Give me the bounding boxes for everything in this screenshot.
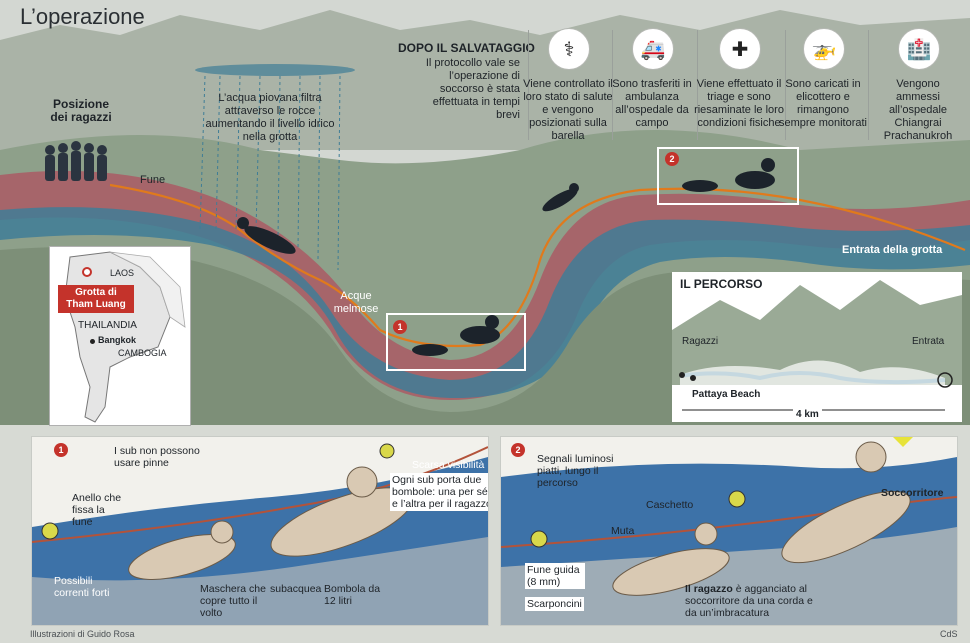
illustration-credit: Illustrazioni di Guido Rosa: [30, 629, 135, 639]
after-rescue-heading: DOPO IL SALVATAGGIO: [398, 41, 535, 55]
diver-silhouette: [237, 217, 296, 254]
rope-label: Fune: [140, 174, 166, 186]
mask-label: Maschera che copre tutto il volto: [200, 583, 266, 619]
ring-label: Anello che fissa la fune: [72, 492, 122, 528]
route-heading: IL PERCORSO: [680, 277, 763, 291]
panel2-number: 2: [511, 443, 525, 457]
location-map: LAOS Grotta di Tham Luang THAILANDIA Ban…: [49, 246, 191, 426]
detail-box-2: [657, 147, 799, 205]
rain-water-pool: [195, 64, 355, 76]
boy-label-text: è agganciato al soccorritore da una cord…: [685, 583, 813, 619]
suit-label: Muta: [611, 525, 635, 537]
helicopter-icon: 🚁: [803, 28, 845, 70]
source-credit: CdS: [940, 629, 958, 639]
detail-box-1: [386, 313, 526, 371]
rain-label: L’acqua piovana filtra attraverso le roc…: [205, 92, 335, 143]
step-5-text: Vengono ammessi all’ospedale Chiangrai P…: [883, 78, 953, 142]
route-beach: Pattaya Beach: [692, 389, 761, 400]
route-distance: 4 km: [793, 408, 822, 421]
after-rescue-intro: Il protocollo vale se l’operazione di so…: [425, 57, 520, 121]
detail-panel-2: 2 Segnali luminosi piatti, lungo il perc…: [500, 436, 958, 626]
route-start: Ragazzi: [682, 336, 719, 347]
marker-2: 2: [665, 152, 679, 166]
route-end: Entrata: [912, 336, 945, 347]
detail-panel-1: 1 I sub non possono usare pinne Scarsa v…: [31, 436, 489, 626]
rain-lines: [199, 75, 341, 271]
marker-1: 1: [393, 320, 407, 334]
muddy-water-label: Acque melmose: [333, 290, 379, 315]
boy-label: Il ragazzo è agganciato al soccorritore …: [685, 583, 815, 619]
diver-label: subacquea: [270, 583, 322, 595]
step-3-text: Viene effettuato il triage e sono riesam…: [694, 78, 784, 129]
hospital-icon: 🏥: [898, 28, 940, 70]
shoes-label: Scarponcini: [525, 597, 584, 611]
stethoscope-icon: ⚕: [548, 28, 590, 70]
boys-position-label: Posizione dei ragazzi: [50, 97, 112, 124]
step-1-text: Viene controllato il loro stato di salut…: [523, 78, 613, 142]
ambulance-icon: 🚑: [632, 28, 674, 70]
cave-entrance-label: Entrata della grotta: [842, 244, 943, 256]
map-cambodia: CAMBOGIA: [118, 348, 167, 358]
guide-rope: [109, 183, 966, 348]
helmet-label: Caschetto: [646, 499, 694, 511]
signals-label: Segnali luminosi piatti, lungo il percor…: [537, 453, 614, 489]
panel1-number: 1: [54, 443, 68, 457]
rescuer-label: Soccorritore: [881, 487, 944, 499]
step-2-text: Sono trasferiti in ambulanza all’ospedal…: [612, 78, 692, 129]
step-4-text: Sono caricati in elicottero e rimangono …: [778, 78, 868, 129]
page-title: L’operazione: [20, 4, 145, 29]
map-laos: LAOS: [110, 268, 135, 278]
visibility-label: Scarsa visibilità: [412, 459, 485, 471]
signal-light: [41, 522, 59, 540]
climber-silhouette: [542, 183, 579, 212]
tank-label: Bombola da 12 litri: [324, 583, 381, 607]
guide-rope-label: Fune guida (8 mm): [525, 563, 585, 589]
map-bangkok: Bangkok: [98, 335, 137, 345]
bangkok-dot: [90, 339, 95, 344]
map-thailand: THAILANDIA: [78, 320, 137, 331]
medical-staff-icon: ✚: [719, 28, 761, 70]
boy-label-bold: Il ragazzo: [685, 583, 733, 595]
tanks-label: Ogni sub porta due bombole: una per sé e…: [390, 473, 488, 511]
cave-name-badge: Grotta di Tham Luang: [58, 285, 134, 313]
currents-label: Possibili correnti forti: [54, 575, 110, 599]
fins-label: I sub non possono usare pinne: [114, 445, 200, 469]
boys-silhouettes: [45, 141, 107, 181]
